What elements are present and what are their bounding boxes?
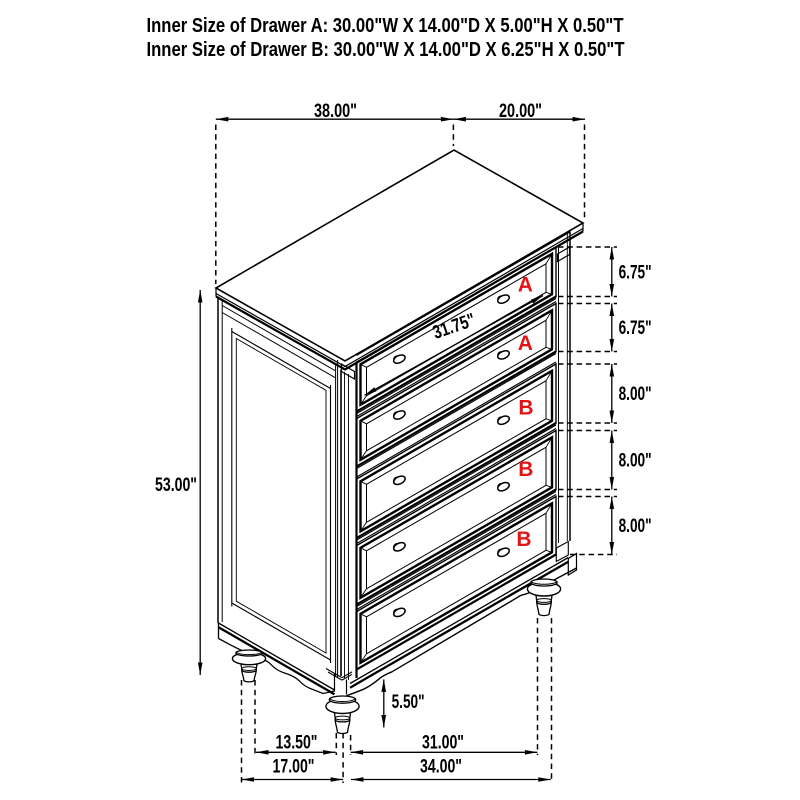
svg-text:A: A <box>518 332 533 355</box>
svg-text:34.00": 34.00" <box>420 757 462 778</box>
svg-text:B: B <box>518 397 533 420</box>
svg-text:8.00": 8.00" <box>619 451 652 472</box>
svg-text:6.75": 6.75" <box>619 318 652 339</box>
svg-text:B: B <box>518 458 533 481</box>
svg-text:6.75": 6.75" <box>619 262 652 283</box>
svg-text:B: B <box>516 528 531 551</box>
svg-text:8.00": 8.00" <box>619 516 652 537</box>
svg-text:Inner Size of Drawer A: 30.00": Inner Size of Drawer A: 30.00"W X 14.00"… <box>147 15 624 37</box>
svg-text:31.00": 31.00" <box>422 733 464 754</box>
svg-text:20.00": 20.00" <box>499 101 542 122</box>
svg-text:38.00": 38.00" <box>314 101 357 122</box>
svg-text:8.00": 8.00" <box>619 384 652 405</box>
svg-text:17.00": 17.00" <box>273 757 315 778</box>
svg-text:5.50": 5.50" <box>392 692 425 713</box>
svg-text:A: A <box>518 274 533 297</box>
svg-text:13.50": 13.50" <box>276 733 318 754</box>
svg-text:Inner Size of Drawer B: 30.00": Inner Size of Drawer B: 30.00"W X 14.00"… <box>147 39 626 61</box>
svg-text:53.00": 53.00" <box>155 475 197 496</box>
